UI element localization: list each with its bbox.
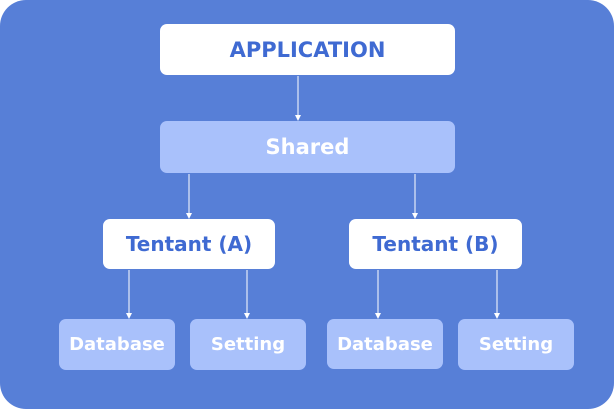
tenant-b-label: Tentant (B) bbox=[372, 232, 499, 256]
application-label: APPLICATION bbox=[229, 37, 386, 62]
shared-node: Shared bbox=[160, 121, 455, 173]
tenant-b-database-label: Database bbox=[337, 333, 433, 355]
tenant-b-setting-label: Setting bbox=[478, 334, 554, 355]
shared-label: Shared bbox=[265, 135, 350, 159]
tenant-a-setting-label: Setting bbox=[210, 334, 286, 355]
tenant-a-database-node: Database bbox=[59, 319, 175, 370]
tenant-b-node: Tentant (B) bbox=[349, 219, 522, 269]
tenant-a-setting-node: Setting bbox=[190, 319, 306, 370]
tenant-a-node: Tentant (A) bbox=[103, 219, 275, 269]
tenant-b-setting-node: Setting bbox=[458, 319, 574, 370]
tenant-a-database-label: Database bbox=[69, 334, 165, 355]
application-node: APPLICATION bbox=[160, 24, 455, 75]
tenant-a-label: Tentant (A) bbox=[125, 232, 253, 256]
tenant-b-database-node: Database bbox=[327, 319, 443, 369]
